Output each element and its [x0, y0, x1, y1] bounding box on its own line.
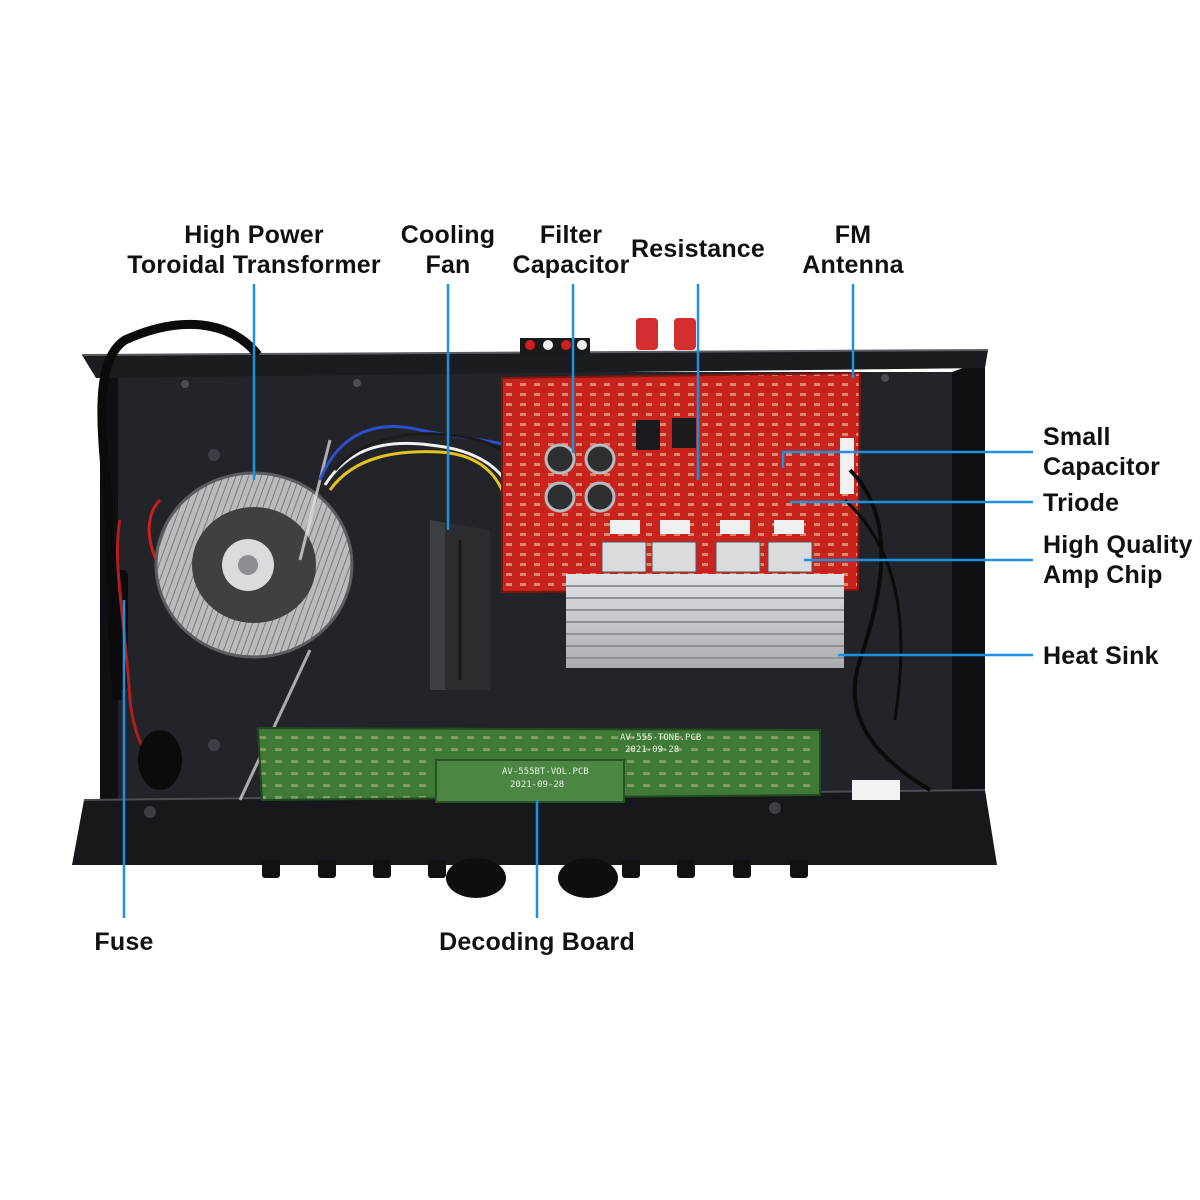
- filter-capacitor-3: [544, 481, 576, 513]
- label-resistance: Resistance: [630, 235, 766, 263]
- toroidal-transformer: [154, 439, 354, 801]
- power-cable: [97, 319, 262, 701]
- volume-knob-right: [558, 858, 618, 898]
- label-small-capacitor: Small Capacitor: [1043, 423, 1161, 481]
- label-fuse: Fuse: [94, 928, 154, 956]
- volume-board: [435, 759, 625, 803]
- label-filter-capacitor: Filter Capacitor: [512, 221, 630, 279]
- filter-capacitor-4: [584, 481, 616, 513]
- filter-capacitor-2: [584, 443, 616, 475]
- chassis-right-wall: [952, 360, 985, 812]
- speaker-terminal-right: [674, 318, 696, 350]
- leader-small-capacitor: [781, 450, 1033, 468]
- cooling-fan: [430, 520, 490, 690]
- signal-wires: [848, 468, 932, 792]
- label-amp-chip: High Quality Amp Chip: [1043, 531, 1193, 589]
- filter-capacitor-1: [544, 443, 576, 475]
- rear-panel-edge: [82, 350, 988, 378]
- tone-board-text: AV-555-TONE.PCB: [620, 733, 701, 743]
- vol-board-date: 2021-09-28: [510, 780, 564, 790]
- vol-board-text: AV-555BT-VOL.PCB: [502, 767, 589, 777]
- label-decoding-board: Decoding Board: [439, 928, 635, 956]
- front-knobs: [262, 858, 808, 898]
- front-panel: [72, 790, 997, 865]
- volume-knob-left: [446, 858, 506, 898]
- label-triode: Triode: [1043, 489, 1120, 517]
- amplifier-board: [501, 318, 862, 594]
- label-transformer: High Power Toroidal Transformer: [127, 221, 381, 279]
- tone-board-date: 2021-09-28: [625, 745, 679, 755]
- heat-sink: [566, 574, 844, 668]
- label-cooling-fan: Cooling Fan: [400, 221, 496, 279]
- speaker-terminal-left: [636, 318, 658, 350]
- label-heat-sink: Heat Sink: [1043, 642, 1159, 670]
- label-fm-antenna: FM Antenna: [802, 221, 904, 279]
- decoding-board: AV-555-TONE.PCB 2021-09-28 AV-555BT-VOL.…: [256, 726, 900, 803]
- leader-lines: [122, 284, 1033, 918]
